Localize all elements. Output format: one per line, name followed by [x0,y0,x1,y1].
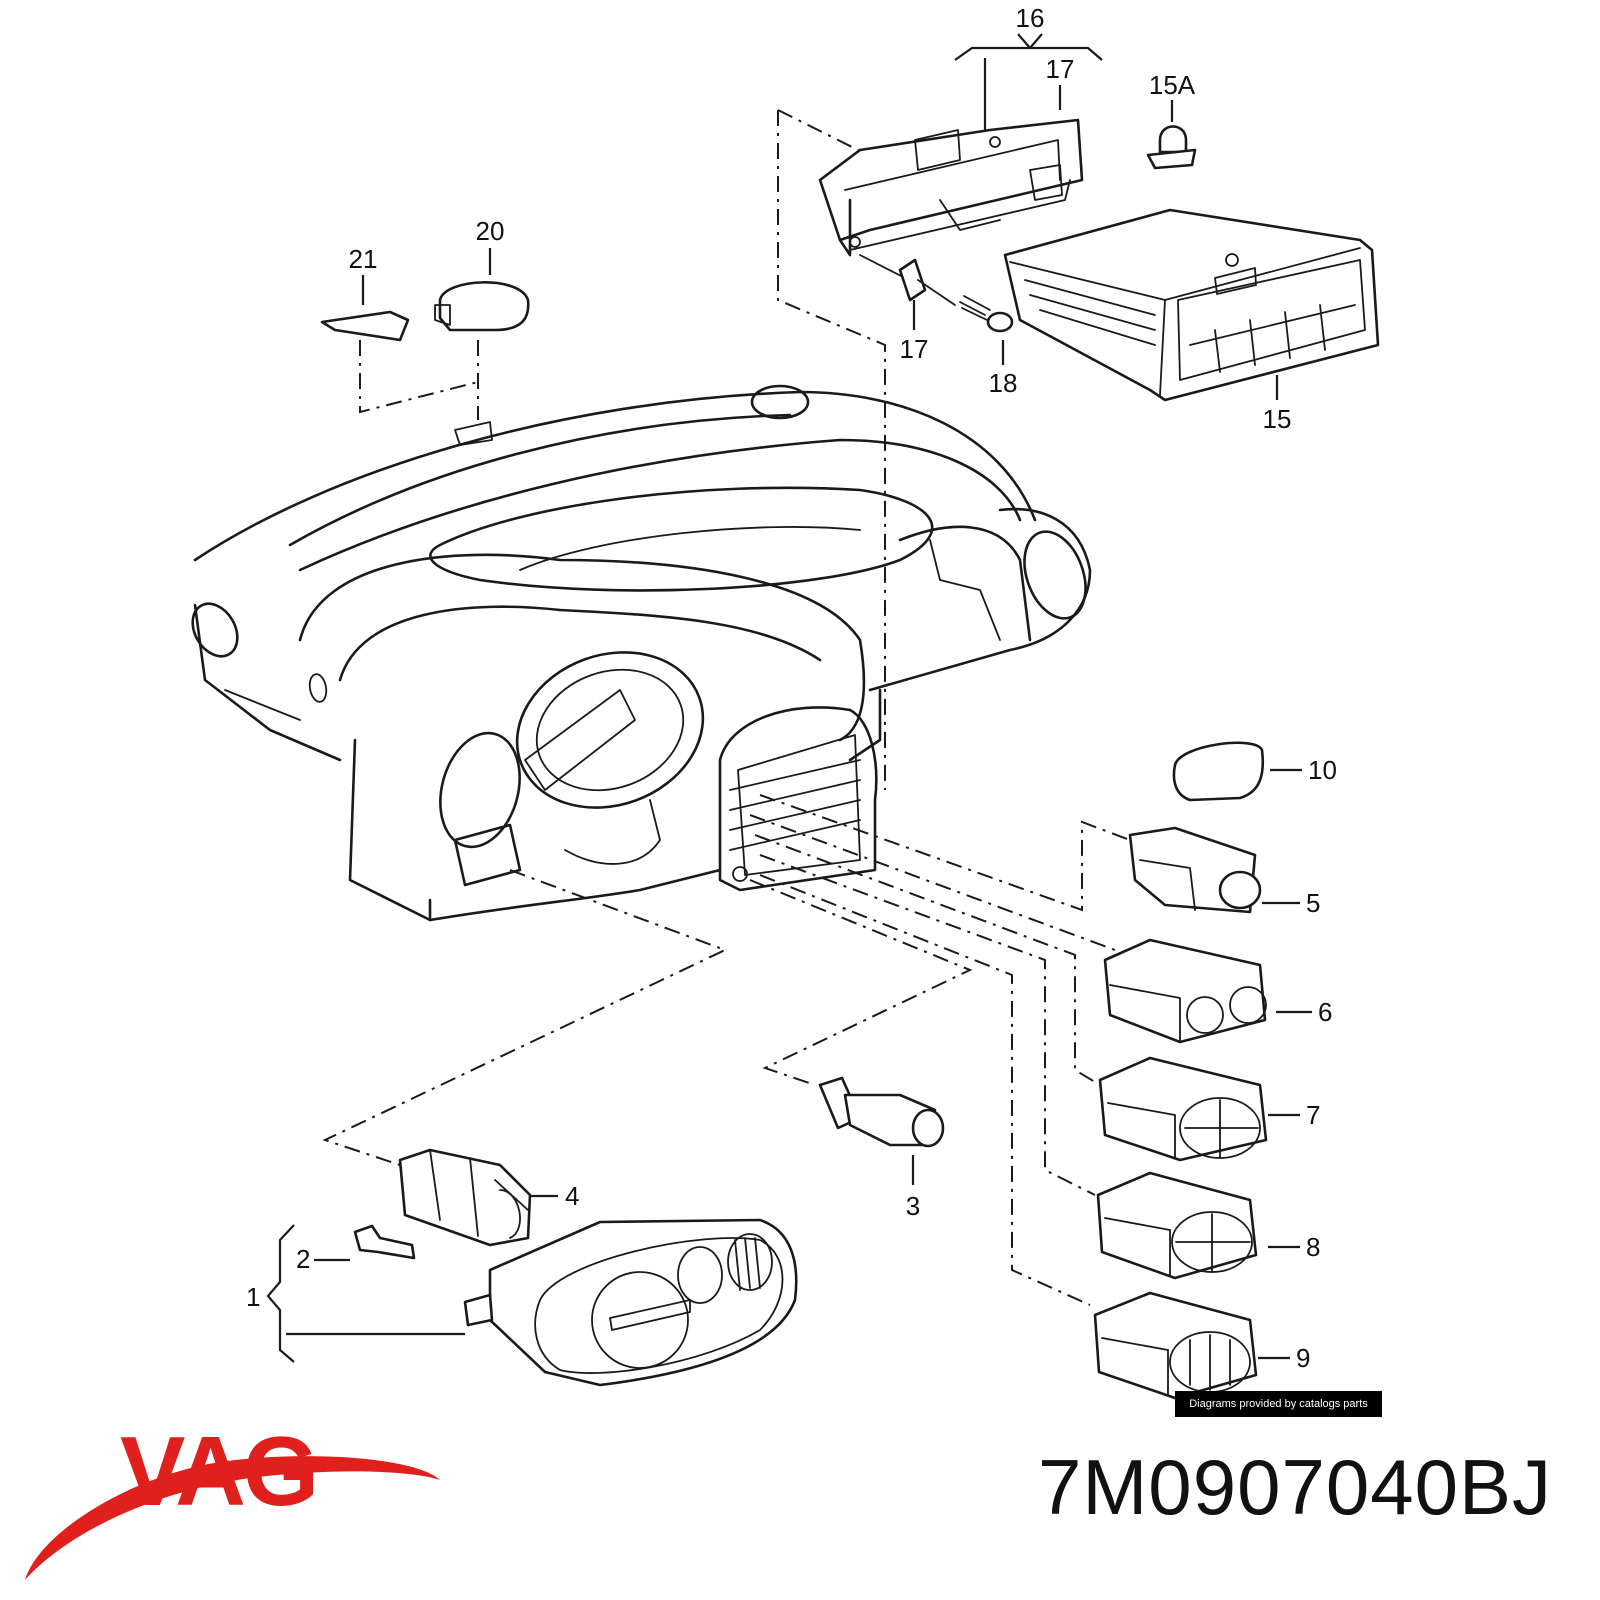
callout-leaders [266,33,1312,1363]
cap-21-drawing [320,310,410,342]
callout-17-top: 17 [1046,54,1075,84]
climate-unit-15-drawing [1003,208,1380,402]
clip-17-drawing [898,258,927,302]
switch-3-drawing [818,1076,945,1148]
callout-15: 15 [1263,404,1292,434]
part-number: 7M0907040BJ [1037,1443,1552,1531]
callout-6: 6 [1318,997,1332,1027]
mounting-frame-drawing [818,118,1084,279]
switch-8-drawing [1096,1171,1258,1280]
switch-6-drawing [1103,938,1267,1044]
callout-21: 21 [349,244,378,274]
callout-5: 5 [1306,888,1320,918]
callout-2: 2 [296,1244,310,1274]
callout-16: 16 [1016,3,1045,33]
vag-logo: VAG [25,1416,440,1580]
callout-1: 1 [246,1282,260,1312]
callout-15a: 15A [1149,70,1196,100]
control-panel-1-drawing [463,1218,798,1387]
logo-text: VAG [120,1416,316,1526]
callout-18: 18 [989,368,1018,398]
callout-8: 8 [1306,1232,1320,1262]
cap-10-drawing [1172,741,1265,802]
callout-9: 9 [1296,1343,1310,1373]
bulb-15a-drawing [1146,125,1197,170]
callout-10: 10 [1308,755,1337,785]
connector-4-drawing [398,1148,532,1247]
callout-20: 20 [476,216,505,246]
dashboard-drawing [191,384,1092,922]
callout-7: 7 [1306,1100,1320,1130]
screw-18-drawing [959,295,1014,333]
assembly-leader-lines [322,109,1131,1306]
switch-5-drawing [1128,826,1262,914]
callout-3: 3 [906,1191,920,1221]
cap-20-drawing [434,281,530,332]
callout-17-bottom: 17 [900,334,929,364]
bulb-2-drawing [353,1224,416,1260]
logo-swoosh [25,1456,440,1580]
callout-4: 4 [565,1181,579,1211]
callout-numbers: 16 17 15A 20 21 17 18 15 10 5 6 7 8 9 4 … [246,3,1337,1373]
switch-7-drawing [1098,1056,1268,1162]
switch-9-drawing [1093,1291,1258,1400]
watermark-label: Diagrams provided by catalogs parts [1175,1391,1382,1417]
